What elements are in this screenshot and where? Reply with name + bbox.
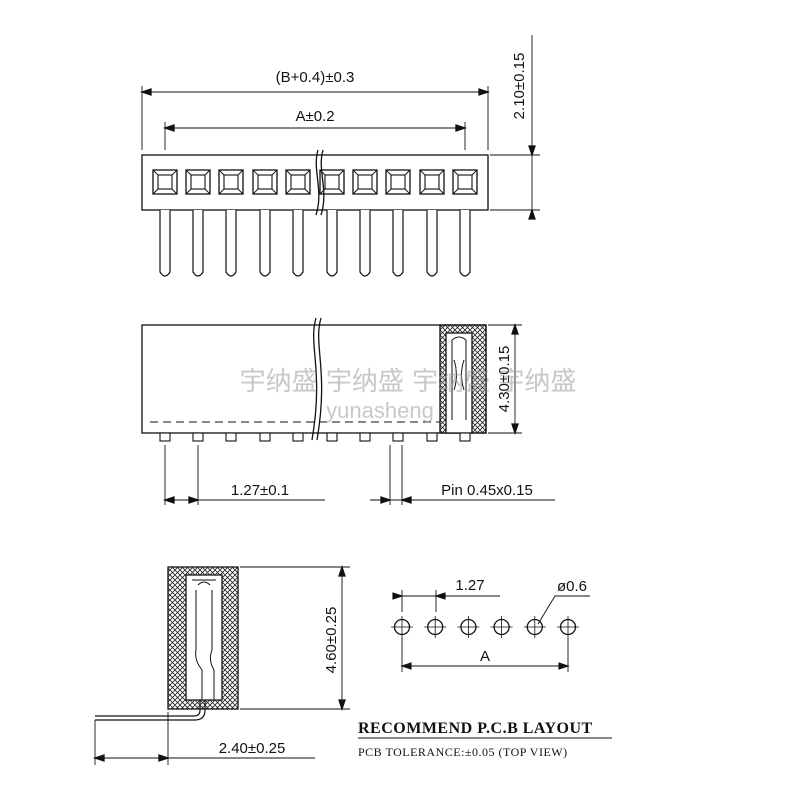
top-windows [152,169,478,195]
arrowheads [162,496,201,504]
pin-stub [359,432,371,442]
pin-stub [225,432,237,442]
arrowheads [400,662,570,670]
pcb-tolerance-note: PCB TOLERANCE:±0.05 (TOP VIEW) [358,745,568,759]
side-stubs [159,432,471,442]
end-cavity [185,574,223,701]
end-height-label: 4.60±0.25 [323,607,340,674]
end-width-label: 2.40±0.25 [219,740,286,757]
top-pin [459,210,471,277]
pin-stub [159,432,171,442]
top-break-line [315,149,320,216]
window-bevel [218,169,244,195]
contact-window-inner [190,174,206,190]
window-bevel [419,169,445,195]
top-pin [225,210,237,277]
end-lead [95,700,201,717]
side-break-line [311,317,318,441]
top-view [139,35,540,277]
contact-window-inner [157,174,173,190]
top-pin [392,210,404,277]
top-body [141,154,489,211]
top-pin [192,210,204,277]
pin-stub [426,432,438,442]
contact-window-inner [357,174,373,190]
side-height-label: 4.30±0.15 [496,346,513,413]
arrowheads [528,145,536,220]
window-bevel [285,169,311,195]
pcb-layout [358,590,612,739]
top-pin [326,210,338,277]
pcb-hole-label: ø0.6 [557,578,587,595]
arrowheads [92,754,171,762]
pin-stub [392,432,404,442]
window-bevel [352,169,378,195]
pcb-layout-title: RECOMMEND P.C.B LAYOUT [358,720,593,737]
side-contact [451,336,467,420]
pcb-pitch-label: 1.27 [455,577,484,594]
pin-stub [459,432,471,442]
pin-span-label: A±0.2 [295,108,334,125]
top-pin [292,210,304,277]
arrowheads [139,88,491,96]
side-break-line [316,317,323,441]
arrowheads [392,592,446,600]
contact-window-inner [390,174,406,190]
pin-size-label: Pin 0.45x0.15 [441,482,533,499]
top-pin [259,210,271,277]
contact-window-inner [457,174,473,190]
contact-window-inner [324,174,340,190]
top-pin [359,210,371,277]
top-break-line [320,149,325,216]
contact-window-inner [223,174,239,190]
watermark-cjk: 宇纳盛 宇纳盛 宇纳盛 宇纳盛 [240,367,577,397]
window-bevel [252,169,278,195]
pin-stub [192,432,204,442]
window-bevel [385,169,411,195]
pin-stub [259,432,271,442]
arrowheads [162,124,468,132]
overall-length-label: (B+0.4)±0.3 [276,69,355,86]
end-view [92,564,350,765]
pcb-holes [391,616,579,638]
window-bevel [452,169,478,195]
top-height-label: 2.10±0.15 [511,53,528,120]
hole-leader [537,595,590,625]
contact-window-inner [290,174,306,190]
window-bevel [152,169,178,195]
window-bevel [185,169,211,195]
top-pin [159,210,171,277]
arrowheads [338,564,346,712]
arrowheads [511,322,519,436]
side-view [141,317,555,505]
contact-window-inner [424,174,440,190]
end-lead [95,700,206,721]
pitch-label: 1.27±0.1 [231,482,289,499]
pin-stub [326,432,338,442]
top-pin [426,210,438,277]
side-section-cavity [445,332,473,434]
top-pins [159,210,471,277]
pin-stub [292,432,304,442]
pcb-span-label: A [480,648,490,665]
watermark-latin: yunasheng [326,398,434,423]
contact-window-inner [257,174,273,190]
arrowheads [380,496,412,504]
end-contact [192,579,216,700]
